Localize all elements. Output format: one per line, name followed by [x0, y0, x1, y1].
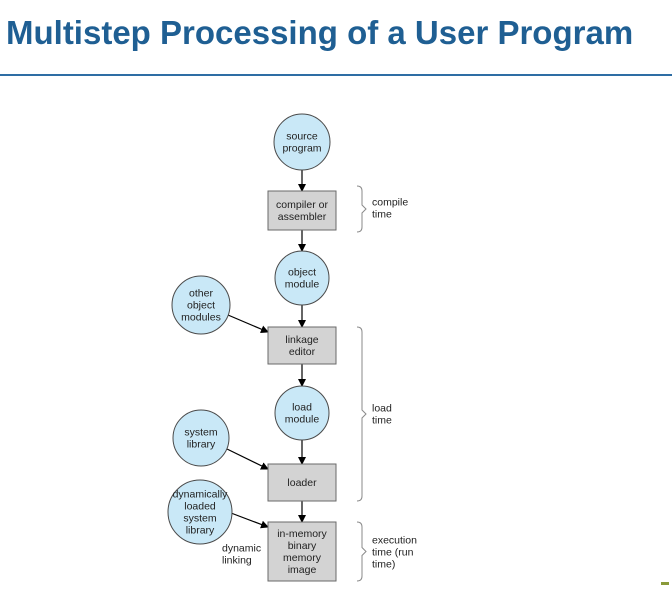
compiler-box — [267, 190, 337, 231]
dynamic-library-label-line: loaded — [184, 501, 216, 513]
object-module-circle — [274, 250, 330, 306]
memory-image-box — [267, 521, 337, 582]
loader-node: loader — [267, 463, 337, 502]
compiler-label-line: compiler or — [276, 199, 328, 211]
dynamic-linking-line: dynamic — [222, 543, 261, 555]
edge-other-modules-to-linkage-editor — [227, 314, 269, 333]
loader-box — [267, 463, 337, 502]
linkage-editor-label-line: editor — [289, 346, 316, 358]
compile-phase-label-line: time — [372, 209, 392, 221]
other-modules-label-line: object — [187, 300, 215, 312]
load-phase-label-line: time — [372, 415, 392, 427]
memory-image-label-line: binary — [288, 540, 317, 552]
system-library-label-line: library — [187, 439, 216, 451]
load-module-label-line: module — [285, 414, 320, 426]
edge-dynamic-library-to-memory-image — [230, 512, 269, 529]
object-module-label-line: module — [285, 279, 320, 291]
load-brace — [356, 326, 367, 502]
execution-phase-label-line: execution — [372, 535, 417, 547]
title-divider — [0, 74, 672, 76]
dynamic-library-label-line: library — [186, 525, 215, 537]
system-library-circle — [172, 409, 230, 467]
compiler-label-line: assembler — [278, 211, 327, 223]
system-library-label-line: system — [184, 427, 218, 439]
dynamic-library-label-line: dynamically — [173, 489, 229, 501]
execution-brace — [356, 521, 367, 582]
compile-brace — [356, 185, 367, 233]
source-program-circle — [273, 113, 331, 171]
object-module-label-line: object — [288, 267, 316, 279]
load-module-circle — [274, 385, 330, 441]
source-program-label-line: program — [282, 143, 321, 155]
compile-phase-label-line: compile — [372, 197, 408, 209]
linkage-editor-label-line: linkage — [285, 334, 318, 346]
loader-label-line: loader — [287, 477, 317, 489]
other-modules-label-line: other — [189, 288, 213, 300]
execution-phase-label-line: time) — [372, 559, 395, 571]
edge-system-library-to-loader — [226, 448, 269, 470]
other-modules-label-line: modules — [181, 312, 221, 324]
memory-image-label-line: in-memory — [277, 528, 327, 540]
memory-image-label-line: image — [288, 564, 317, 576]
execution-phase-label-line: time (run — [372, 547, 414, 559]
load-module-label-line: load — [292, 402, 312, 414]
corner-decoration — [661, 582, 669, 585]
dynamic-library-label-line: system — [183, 513, 217, 525]
slide-title: Multistep Processing of a User Program — [6, 14, 634, 51]
load-phase-label-line: load — [372, 403, 392, 415]
dynamic-library-circle — [167, 479, 233, 545]
dynamic-linking-line: linking — [222, 555, 252, 567]
source-program-label-line: source — [286, 131, 318, 143]
memory-image-label-line: memory — [283, 552, 322, 564]
other-modules-circle — [171, 275, 231, 335]
linkage-editor-box — [267, 326, 337, 365]
